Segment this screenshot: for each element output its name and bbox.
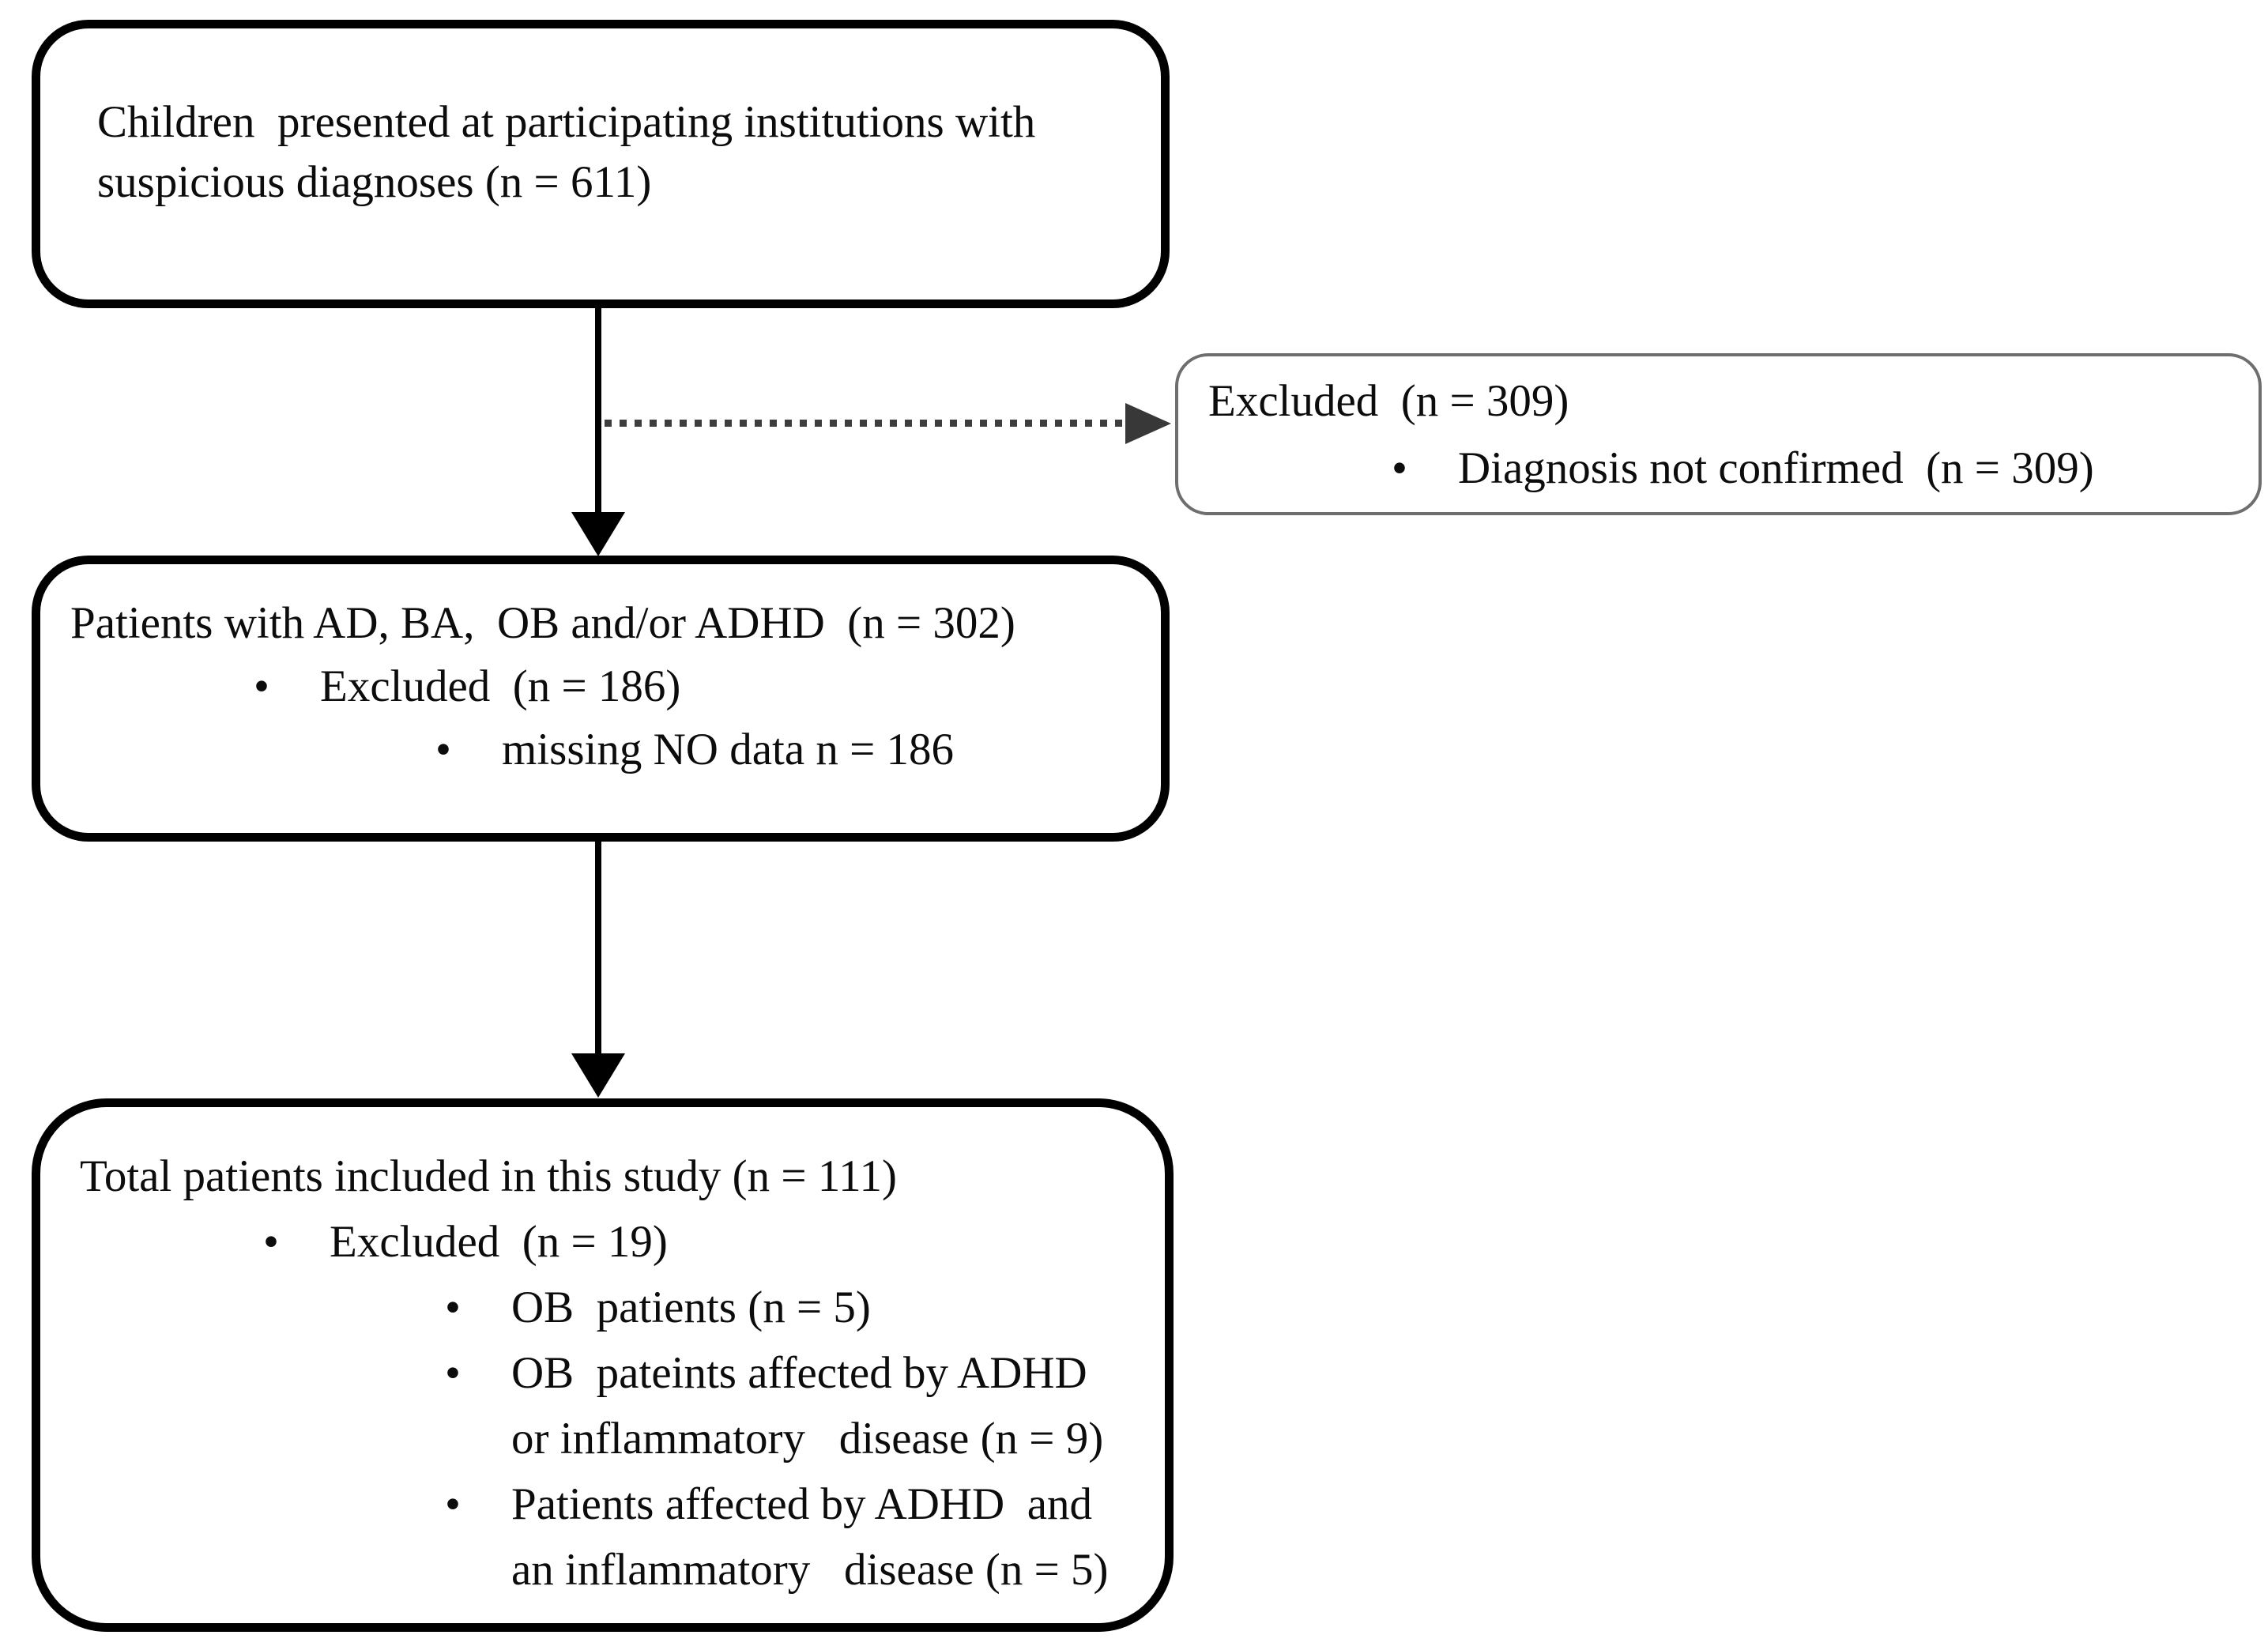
flow-line: an inflammatory disease (n = 5)	[80, 1537, 1141, 1603]
flow-text: suspicious diagnoses (n = 611)	[97, 156, 652, 207]
dotted-arrow-to-excluded-head	[1125, 403, 1171, 444]
arrow-middle-to-bottom-line	[595, 838, 601, 1057]
arrow-top-to-middle-line	[595, 305, 601, 515]
flow-text: Excluded (n = 19)	[330, 1217, 668, 1267]
flow-line: • OB patients (n = 5)	[80, 1275, 1141, 1340]
bullet-icon: •	[254, 661, 269, 711]
flow-text: Children presented at participating inst…	[97, 96, 1036, 147]
flow-text: Diagnosis not confirmed (n = 309)	[1458, 443, 2094, 493]
flow-text: or inflammatory disease (n = 9)	[511, 1414, 1104, 1464]
bullet-icon: •	[1392, 443, 1407, 493]
bullet-icon: •	[445, 1283, 461, 1332]
flow-text: OB patients (n = 5)	[511, 1283, 871, 1332]
flow-text: missing NO data n = 186	[502, 725, 955, 774]
arrow-middle-to-bottom-head	[571, 1053, 625, 1098]
box-children-presented: Children presented at participating inst…	[32, 20, 1170, 308]
arrow-top-to-middle-head	[571, 512, 625, 556]
bullet-icon: •	[263, 1217, 279, 1267]
flow-line: Total patients included in this study (n…	[80, 1143, 1141, 1209]
flow-text: an inflammatory disease (n = 5)	[511, 1545, 1109, 1595]
flow-line: • missing NO data n = 186	[70, 718, 1137, 782]
bullet-icon: •	[435, 725, 451, 774]
bullet-icon: •	[445, 1348, 461, 1398]
flow-line: • Diagnosis not confirmed (n = 309)	[1208, 435, 2243, 502]
flow-line: Children presented at participating inst…	[97, 92, 1129, 153]
flow-line: suspicious diagnoses (n = 611)	[97, 153, 1129, 213]
flow-text: Excluded (n = 186)	[320, 661, 681, 711]
flow-text: Total patients included in this study (n…	[80, 1151, 897, 1201]
flow-line: or inflammatory disease (n = 9)	[80, 1406, 1141, 1471]
flow-line: • OB pateints affected by ADHD	[80, 1340, 1141, 1406]
flow-line: • Patients affected by ADHD and	[80, 1471, 1141, 1537]
flow-text: Patients with AD, BA, OB and/or ADHD (n …	[70, 598, 1015, 648]
box-total-included: Total patients included in this study (n…	[32, 1098, 1174, 1632]
flow-text: Excluded (n = 309)	[1208, 375, 1569, 426]
flow-line: Patients with AD, BA, OB and/or ADHD (n …	[70, 592, 1137, 655]
flow-line: • Excluded (n = 19)	[80, 1209, 1141, 1275]
flow-line: • Excluded (n = 186)	[70, 655, 1137, 718]
box-excluded-diagnosis: Excluded (n = 309) • Diagnosis not confi…	[1175, 353, 2262, 515]
box-patients-ad-ba-ob-adhd: Patients with AD, BA, OB and/or ADHD (n …	[32, 556, 1170, 842]
flow-line: Excluded (n = 309)	[1208, 367, 2243, 435]
bullet-icon: •	[445, 1479, 461, 1529]
dotted-arrow-to-excluded-line	[605, 420, 1125, 427]
flow-text: OB pateints affected by ADHD	[511, 1348, 1087, 1398]
flow-text: Patients affected by ADHD and	[511, 1479, 1093, 1529]
